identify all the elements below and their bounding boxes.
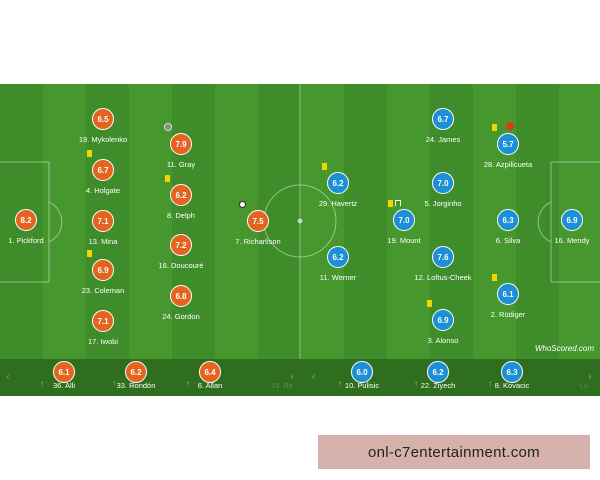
rating-badge: 7.6 bbox=[432, 246, 454, 268]
rating-badge: 6.4 bbox=[199, 361, 221, 383]
bench-prev-arrow[interactable]: ‹ bbox=[6, 371, 10, 383]
pitch: 8.2 1. Pickford 6.5 19. Mykolenko 6.7 4. Holg… bbox=[0, 84, 600, 359]
left-penalty-box bbox=[0, 161, 50, 283]
rating-badge: 7.1 bbox=[92, 210, 114, 232]
sub-on-icon: ↑ bbox=[40, 379, 44, 388]
sub-on-icon: ↑ bbox=[186, 379, 190, 388]
yellow-card-icon bbox=[388, 200, 393, 207]
bench-next-arrow[interactable]: › bbox=[588, 371, 592, 383]
rating-badge: 6.9 bbox=[561, 209, 583, 231]
rating-badge: 6.2 bbox=[125, 361, 147, 383]
player-name: 29. Havertz bbox=[318, 199, 358, 208]
player-name: 22. Ziyech bbox=[420, 381, 456, 390]
player-name: 12. Loftus-Cheek bbox=[414, 273, 472, 282]
rating-badge: 8.2 bbox=[15, 209, 37, 231]
rating-badge: 6.1 bbox=[497, 283, 519, 305]
sub-off-icon: ↓ bbox=[254, 199, 258, 208]
rating-badge: 6.9 bbox=[92, 259, 114, 281]
right-penalty-arc bbox=[537, 201, 552, 243]
red-badge-icon bbox=[506, 122, 514, 130]
player-name: 13. Mina bbox=[88, 237, 118, 246]
player-name: 17. Iwobi bbox=[87, 337, 119, 346]
player-name: 16. Mendy bbox=[554, 236, 590, 245]
left-penalty-arc bbox=[48, 201, 63, 243]
yellow-card-icon bbox=[322, 163, 327, 170]
rating-badge: 7.2 bbox=[170, 234, 192, 256]
rating-badge: 7.1 bbox=[92, 310, 114, 332]
rating-badge: 6.5 bbox=[92, 108, 114, 130]
player-name: 19. Mount bbox=[387, 236, 421, 245]
player-name: 23. Coleman bbox=[81, 286, 125, 295]
player-name: 19. Mykolenko bbox=[78, 135, 128, 144]
player-name: 4. Holgate bbox=[85, 186, 121, 195]
rating-badge: 7.0 bbox=[432, 172, 454, 194]
rating-badge: 7.0 bbox=[393, 209, 415, 231]
goal-icon bbox=[239, 201, 246, 208]
player-name: 15. Be bbox=[271, 381, 293, 390]
rating-badge: 6.7 bbox=[432, 108, 454, 130]
sub-on-icon: ↑ bbox=[338, 379, 342, 388]
center-spot bbox=[297, 218, 303, 224]
rating-badge: 6.2 bbox=[327, 172, 349, 194]
bench-home-next-arrow[interactable]: › bbox=[290, 371, 294, 383]
yellow-card-icon bbox=[87, 150, 92, 157]
player-name: 7. Richarlison bbox=[235, 237, 281, 246]
sub-off-icon: ↓ bbox=[177, 122, 181, 131]
player-name: 5. Jorginho bbox=[424, 199, 462, 208]
rating-badge: 7.9 bbox=[170, 133, 192, 155]
player-name: 11. Gray bbox=[166, 160, 196, 169]
rating-badge: 6.8 bbox=[170, 285, 192, 307]
yellow-card-icon bbox=[165, 175, 170, 182]
player-name: 10. Pulisic bbox=[344, 381, 380, 390]
rating-badge: 6.0 bbox=[351, 361, 373, 383]
player-name: Lu bbox=[579, 381, 589, 390]
rating-badge: 7.5 bbox=[247, 210, 269, 232]
rating-badge: 6.2 bbox=[427, 361, 449, 383]
rating-badge: 6.2 bbox=[327, 246, 349, 268]
player-name: 6. Allan bbox=[197, 381, 223, 390]
player-name: 24. James bbox=[425, 135, 461, 144]
rating-badge: 6.7 bbox=[92, 159, 114, 181]
sub-on-icon: ↑ bbox=[414, 379, 418, 388]
sub-on-icon: ↑ bbox=[112, 379, 116, 388]
player-name: 8. Kovacic bbox=[494, 381, 530, 390]
player-name: 36. Alli bbox=[52, 381, 76, 390]
whoscored-logo: WhoScored.com bbox=[534, 344, 594, 353]
player-name: 11. Werner bbox=[319, 273, 357, 282]
yellow-card-icon bbox=[427, 300, 432, 307]
yellow-card-icon bbox=[87, 250, 92, 257]
watermark: onl-c7entertainment.com bbox=[318, 435, 590, 469]
rating-badge: 5.7 bbox=[497, 133, 519, 155]
sub-off-icon: ↓ bbox=[504, 122, 508, 131]
rating-badge: 6.3 bbox=[497, 209, 519, 231]
sub-off-icon: ↓ bbox=[177, 173, 181, 182]
player-name: 6. Silva bbox=[495, 236, 521, 245]
rating-badge: 6.1 bbox=[53, 361, 75, 383]
yellow-card-icon bbox=[492, 124, 497, 131]
yellow-card-icon bbox=[492, 274, 497, 281]
rating-badge: 6.9 bbox=[432, 309, 454, 331]
player-name: 24. Gordon bbox=[162, 312, 200, 321]
bench-away-prev-arrow[interactable]: ‹ bbox=[312, 371, 316, 383]
player-name: 28. Azpilicueta bbox=[483, 160, 533, 169]
gloves-icon bbox=[395, 200, 401, 206]
sub-off-icon: ↓ bbox=[439, 161, 443, 170]
player-name: 8. Delph bbox=[167, 211, 195, 220]
player-name: 2. Rüdiger bbox=[490, 310, 526, 319]
rating-badge: 6.2 bbox=[170, 184, 192, 206]
sub-off-icon: ↓ bbox=[334, 235, 338, 244]
rating-badge: 6.3 bbox=[501, 361, 523, 383]
right-penalty-box bbox=[550, 161, 600, 283]
assist-icon bbox=[164, 123, 172, 131]
player-name: 33. Rondón bbox=[116, 381, 156, 390]
player-name: 16. Doucouré bbox=[158, 261, 204, 270]
player-name: 3. Alonso bbox=[427, 336, 459, 345]
sub-on-icon: ↑ bbox=[488, 379, 492, 388]
player-name: 1. Pickford bbox=[8, 236, 44, 245]
